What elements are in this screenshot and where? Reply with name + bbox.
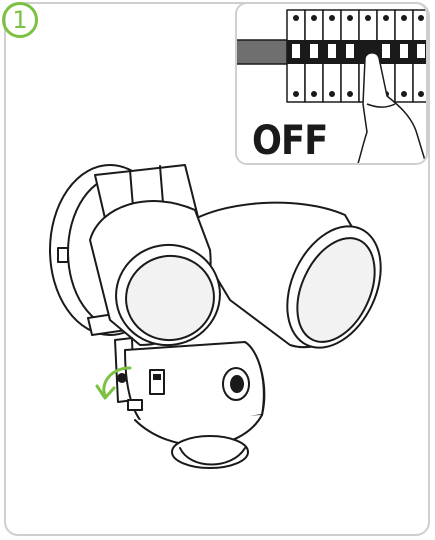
step-number: 1 <box>12 8 27 32</box>
step-number-badge: 1 <box>2 2 38 38</box>
off-label: OFF <box>252 121 327 161</box>
breaker-panel-inset: OFF <box>235 2 428 165</box>
